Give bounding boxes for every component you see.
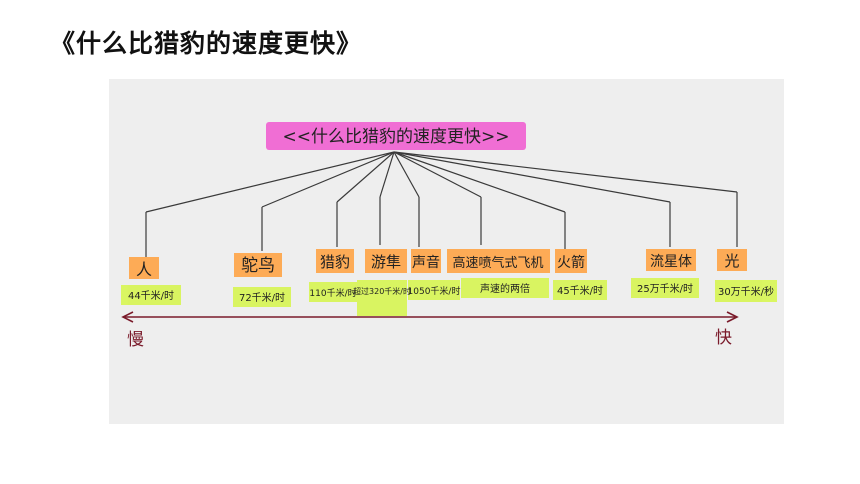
node-highlight-5 <box>411 249 441 273</box>
node-label-9: 光 <box>724 252 739 270</box>
node-label-2: 鸵鸟 <box>241 256 275 276</box>
mind-map-diagram: <<什么比猎豹的速度更快>> <box>121 122 777 350</box>
speed-highlight-2 <box>233 287 291 307</box>
node-label-6: 高速喷气式飞机 <box>452 255 543 271</box>
connector-1 <box>145 151 395 213</box>
connector-7 <box>393 151 566 213</box>
connector-lines <box>145 151 738 257</box>
mind-map-photo: <<什么比猎豹的速度更快>> <box>109 79 784 424</box>
root-label: <<什么比猎豹的速度更快>> <box>283 127 510 147</box>
speed-text-4: 超过320千米/时 <box>353 286 411 296</box>
speed-text-6: 声速的两倍 <box>480 282 530 295</box>
node-label-5: 声音 <box>412 254 440 271</box>
speed-text-9: 30万千米/秒 <box>718 285 774 298</box>
root-highlight <box>266 122 526 150</box>
speed-text-3: 110千米/时 <box>309 287 356 299</box>
speed-text-2: 72千米/时 <box>239 291 285 304</box>
speed-highlights <box>121 278 777 316</box>
node-highlight-2 <box>234 253 282 277</box>
speed-highlight-9 <box>715 280 777 302</box>
slide-title: 《什么比猎豹的速度更快》 <box>50 29 363 58</box>
node-highlight-9 <box>717 249 747 271</box>
speed-highlight-7 <box>553 280 607 300</box>
connector-2 <box>261 151 395 208</box>
speed-axis <box>121 311 739 323</box>
node-highlight-4 <box>365 249 407 273</box>
connector-8 <box>393 151 671 203</box>
axis-slow-label: 慢 <box>127 329 144 350</box>
connector-5 <box>393 151 420 198</box>
node-label-8: 流星体 <box>650 254 692 270</box>
speed-highlight-6 <box>461 278 549 298</box>
node-highlight-3 <box>316 249 354 273</box>
speed-text-7: 45千米/时 <box>557 284 603 297</box>
speed-highlight-1 <box>121 285 181 305</box>
connector-6 <box>393 151 482 198</box>
node-highlight-8 <box>646 249 696 271</box>
node-highlight-6 <box>447 249 550 273</box>
connector-3 <box>336 151 395 203</box>
axis-right-arrowhead <box>726 311 739 323</box>
node-label-3: 猎豹 <box>320 253 350 271</box>
speed-text-8: 25万千米/时 <box>637 282 693 295</box>
connector-4 <box>379 151 395 198</box>
speed-highlight-3 <box>309 282 357 302</box>
speed-highlight-5 <box>408 280 460 300</box>
speed-text-1: 44千米/时 <box>128 289 174 302</box>
speed-text-5: 1050千米/时 <box>408 285 461 297</box>
node-highlights <box>129 249 747 279</box>
node-highlight-1 <box>129 257 159 279</box>
node-highlight-7 <box>555 249 587 273</box>
axis-left-arrowhead <box>121 311 134 323</box>
connector-9 <box>393 151 738 193</box>
node-label-7: 火箭 <box>557 254 585 271</box>
speed-highlight-8 <box>631 278 699 298</box>
node-label-4: 游隼 <box>371 253 401 271</box>
node-label-1: 人 <box>136 260 152 279</box>
axis-fast-label: 快 <box>715 328 732 348</box>
speed-highlight-4 <box>357 280 407 316</box>
